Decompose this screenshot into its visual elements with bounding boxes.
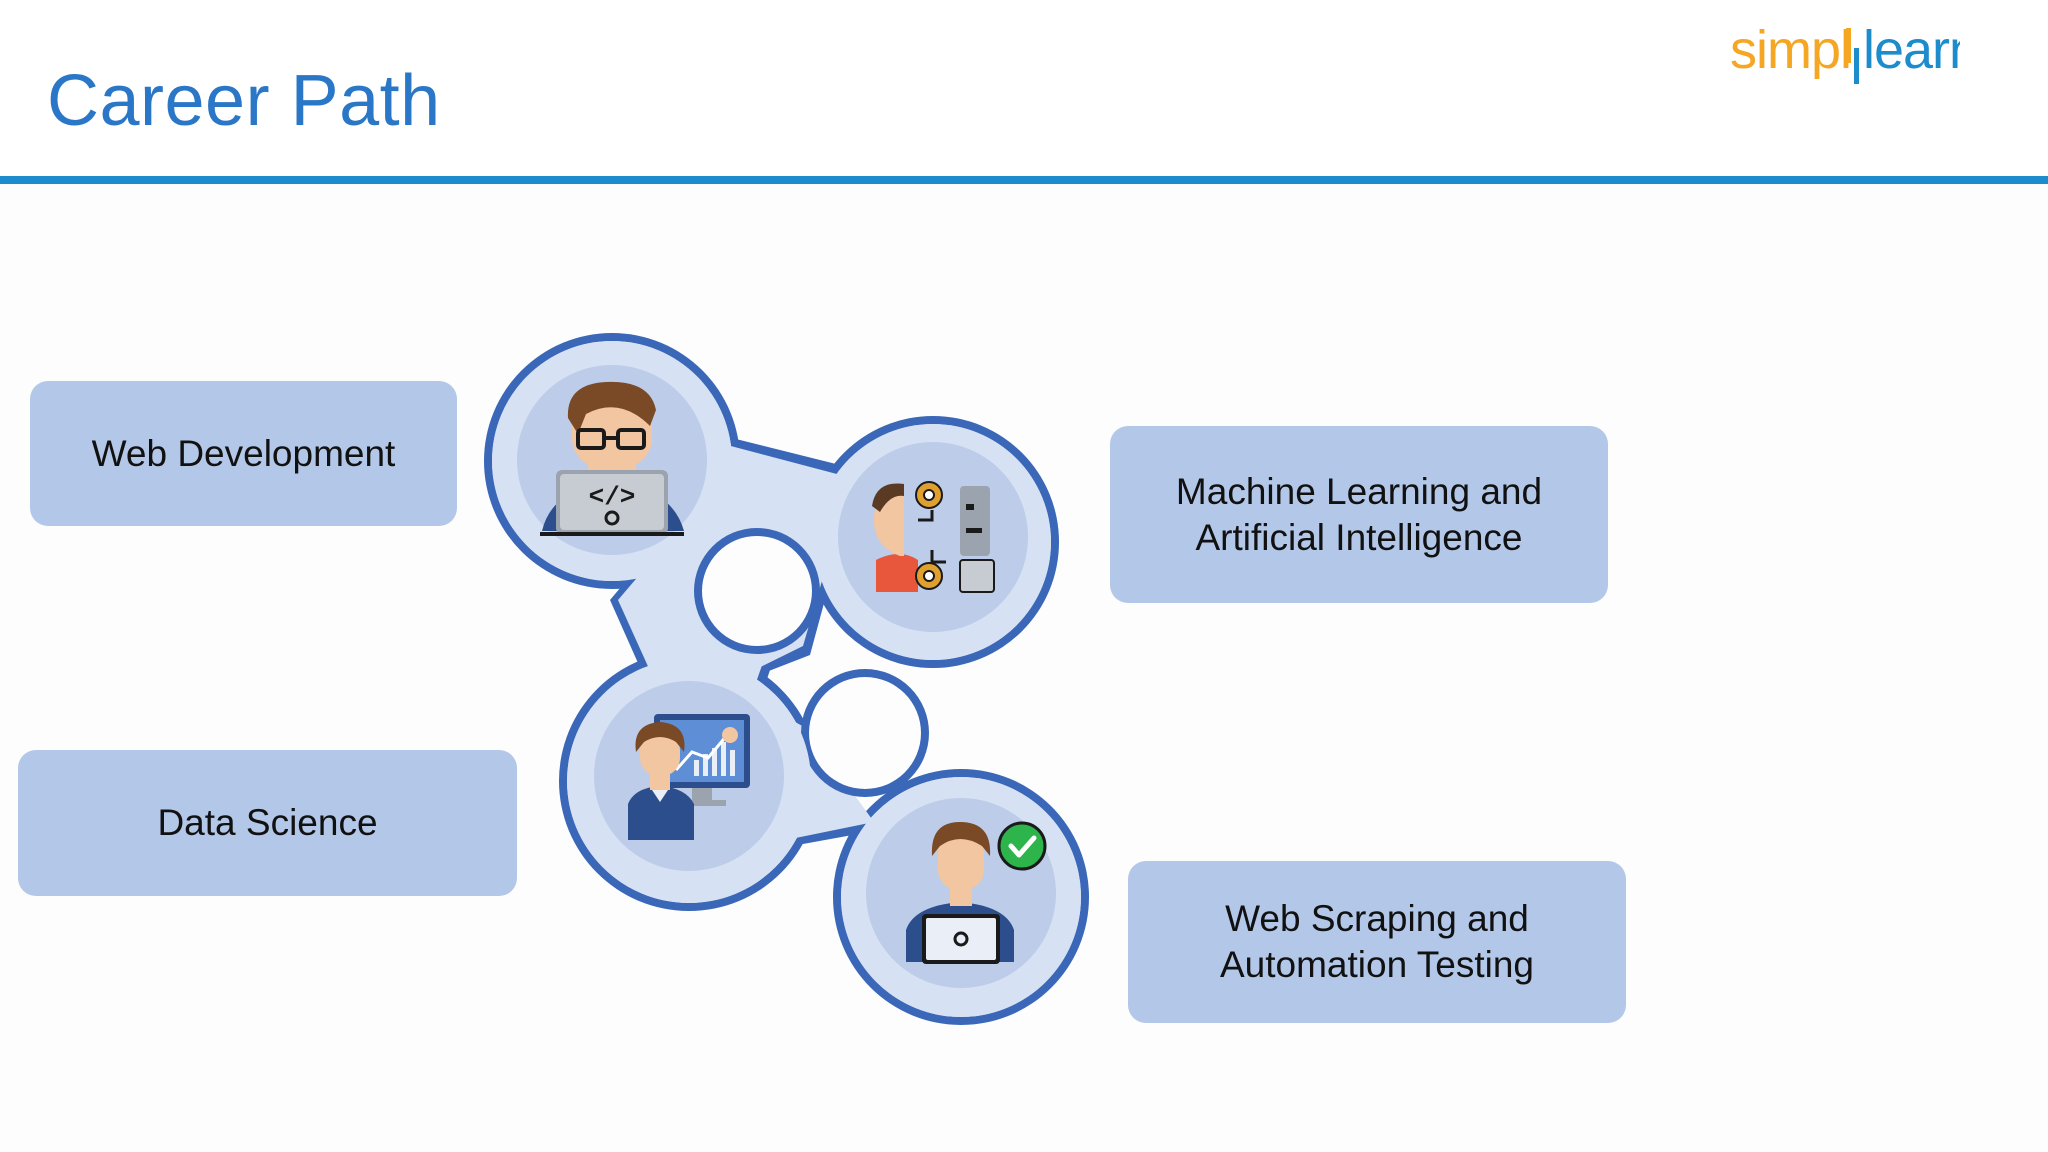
data-scientist-icon	[594, 681, 784, 871]
header: Career Path simpl learn	[0, 0, 2048, 176]
svg-text:learn: learn	[1863, 20, 1960, 80]
svg-text:</>: </>	[589, 482, 636, 512]
path-label-data-science: Data Science	[157, 802, 378, 843]
path-box-data-science: Data Science	[18, 750, 517, 896]
path-box-web-scraping: Web Scraping and Automation Testing	[1128, 861, 1626, 1023]
title-divider	[0, 176, 2048, 184]
svg-text:simpl: simpl	[1730, 20, 1851, 80]
web-developer-icon: </>	[517, 365, 707, 555]
machine-learning-icon	[838, 442, 1028, 632]
path-box-web-development: Web Development	[30, 381, 457, 526]
page-title: Career Path	[47, 61, 441, 141]
simplilearn-logo: simpl learn	[1730, 20, 1960, 84]
automation-tester-icon	[866, 798, 1056, 988]
path-label-machine-learning: Machine Learning and Artificial Intellig…	[1175, 470, 1543, 558]
path-label-web-scraping: Web Scraping and Automation Testing	[1219, 898, 1534, 985]
path-label-web-development: Web Development	[91, 432, 396, 474]
career-path-diagram: </>	[460, 320, 1110, 1040]
path-box-machine-learning: Machine Learning and Artificial Intellig…	[1110, 426, 1608, 603]
